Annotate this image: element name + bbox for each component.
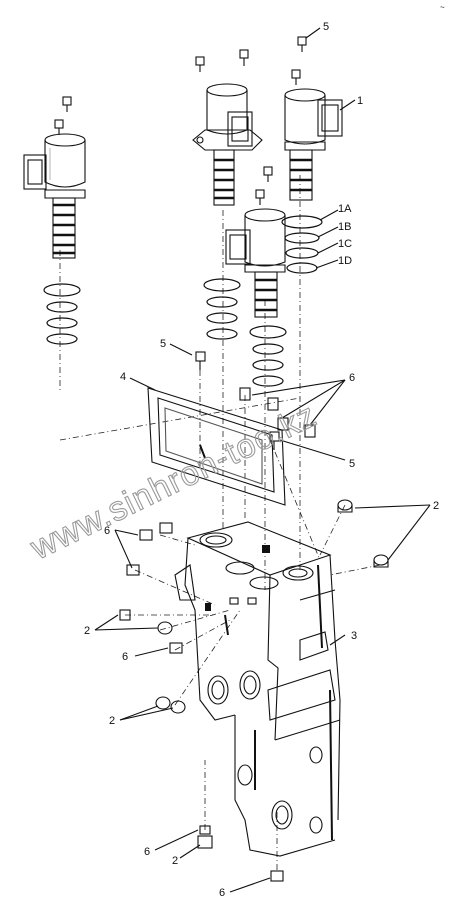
plug-bottom-item-6-lower (270, 870, 284, 882)
callout-1a: 1A (338, 203, 352, 215)
solenoid-valve-top-middle (192, 49, 263, 206)
callout-1: 1 (357, 95, 363, 107)
solenoid-valve-left (23, 96, 86, 259)
callout-labels: 5 1 1A 1B 1C 1D 5 4 6 5 2 6 2 3 6 2 6 2 … (84, 21, 439, 899)
callout-6-lowest: 6 (219, 887, 225, 899)
plug-bottom-item-6 (199, 825, 211, 835)
center-lines (59, 175, 381, 870)
callout-5-lower: 5 (349, 458, 355, 470)
o-rings-top-right (281, 215, 323, 274)
callout-6-bottom: 6 (144, 846, 150, 858)
solenoid-valve-center (225, 166, 286, 318)
callout-5-middle: 5 (160, 338, 166, 350)
o-rings-center-left (203, 278, 241, 340)
callout-3: 3 (351, 630, 357, 642)
watermark-text: www.sinhron-too.kz (24, 396, 323, 568)
o-rings-left (43, 283, 81, 345)
callout-5-top: 5 (323, 21, 329, 33)
plug-item-2-right-lower (373, 554, 389, 568)
callout-2-bottom: 2 (172, 855, 178, 867)
screw-item-5-left (195, 351, 206, 370)
plugs-item-6-left (126, 522, 183, 654)
callout-1c: 1C (338, 238, 352, 250)
screw-item-5-right (269, 431, 280, 450)
callout-6-left: 6 (104, 525, 110, 537)
leader-lines (94, 27, 431, 893)
solenoid-valve-top-right (284, 36, 343, 201)
callout-1d: 1D (338, 255, 352, 267)
o-rings-center-right (249, 325, 287, 387)
valve-body (174, 521, 341, 857)
callout-2-lower: 2 (109, 715, 115, 727)
callout-1b: 1B (338, 221, 351, 233)
gasket-plate (147, 387, 286, 506)
corner-mark: ~ (440, 3, 445, 12)
callout-6-top: 6 (349, 372, 355, 384)
callout-2-right: 2 (433, 500, 439, 512)
plug-item-2-right-upper (337, 499, 353, 513)
callout-6-mid: 6 (122, 651, 128, 663)
callout-2-left: 2 (84, 625, 90, 637)
plug-bottom-item-2 (197, 835, 213, 849)
callout-4: 4 (120, 371, 126, 383)
